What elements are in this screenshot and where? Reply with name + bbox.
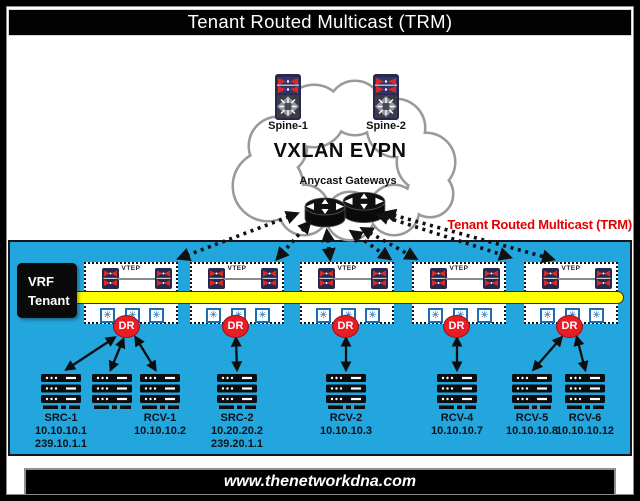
vni-flake-icon: ✳ bbox=[477, 308, 492, 323]
trm-caption: Tenant Routed Multicast (TRM) bbox=[447, 217, 632, 232]
leaf-switch-icon bbox=[155, 268, 172, 289]
anycast-gateway-router-icon bbox=[342, 191, 386, 224]
vtep-label: VTEP bbox=[449, 265, 469, 272]
peer-link bbox=[446, 278, 483, 280]
server-icon bbox=[137, 374, 183, 410]
host-group: RCV-6 10.10.10.12 bbox=[543, 374, 627, 438]
host-ip: 10.10.10.1 bbox=[35, 425, 87, 437]
host-name: RCV-2 bbox=[329, 412, 363, 424]
host-name: RCV-6 bbox=[568, 412, 602, 424]
host-name: RCV-4 bbox=[440, 412, 474, 424]
footer-url: www.thenetworkdna.com bbox=[223, 473, 417, 490]
host-ip: 239.10.1.1 bbox=[35, 438, 87, 450]
vni-flake-icon: ✳ bbox=[589, 308, 604, 323]
dr-badge: DR bbox=[222, 315, 249, 338]
server-icon bbox=[562, 374, 608, 410]
leaf-switch-icon bbox=[483, 268, 500, 289]
leaf-switch-icon bbox=[318, 268, 335, 289]
vrf-label-line1: VRF bbox=[28, 274, 54, 289]
cloud-title: VXLAN EVPN bbox=[273, 140, 407, 162]
host-ip: 10.10.10.3 bbox=[320, 425, 372, 437]
host-name: RCV-1 bbox=[143, 412, 177, 424]
peer-link bbox=[558, 278, 595, 280]
anycast-gateways-label: Anycast Gateways bbox=[299, 175, 397, 187]
spine-2-label: Spine-2 bbox=[366, 120, 406, 132]
host-ip: 239.20.1.1 bbox=[211, 438, 263, 450]
host-ip: 10.10.10.8 bbox=[506, 425, 558, 437]
dr-badge: DR bbox=[332, 315, 359, 338]
footer-bar: www.thenetworkdna.com bbox=[24, 468, 616, 496]
host-name: SRC-2 bbox=[220, 412, 254, 424]
vni-flake-icon: ✳ bbox=[100, 308, 115, 323]
vni-flake-icon: ✳ bbox=[206, 308, 221, 323]
peer-link bbox=[334, 278, 371, 280]
anycast-gateway-router-icon bbox=[304, 197, 346, 228]
host-ip: 10.20.20.2 bbox=[211, 425, 263, 437]
server-icon bbox=[323, 374, 369, 410]
host-group: SRC-1 10.10.10.1 239.10.1.1 bbox=[19, 374, 103, 451]
vni-flake-icon: ✳ bbox=[365, 308, 380, 323]
dr-badge: DR bbox=[443, 315, 470, 338]
leaf-switch-icon bbox=[595, 268, 612, 289]
server-icon bbox=[434, 374, 480, 410]
title-bar: Tenant Routed Multicast (TRM) bbox=[8, 9, 632, 36]
peer-link bbox=[224, 278, 261, 280]
leaf-switch-icon bbox=[208, 268, 225, 289]
leaf-switch-icon bbox=[371, 268, 388, 289]
host-group: RCV-1 10.10.10.2 bbox=[118, 374, 202, 438]
vtep-label: VTEP bbox=[561, 265, 581, 272]
vtep-label: VTEP bbox=[121, 265, 141, 272]
host-ip: 10.10.10.2 bbox=[134, 425, 186, 437]
host-group: SRC-2 10.20.20.2 239.20.1.1 bbox=[195, 374, 279, 451]
vni-flake-icon: ✳ bbox=[540, 308, 555, 323]
vrf-tenant-box: VRF Tenant bbox=[17, 263, 77, 318]
vni-flake-icon: ✳ bbox=[149, 308, 164, 323]
host-group: RCV-4 10.10.10.7 bbox=[415, 374, 499, 438]
leaf-switch-icon bbox=[430, 268, 447, 289]
host-group: RCV-5 10.10.10.8 bbox=[490, 374, 574, 438]
spine-2-icon bbox=[373, 74, 399, 120]
host-ip: 10.10.10.12 bbox=[555, 425, 615, 437]
dr-badge: DR bbox=[556, 315, 583, 338]
dr-badge: DR bbox=[113, 315, 140, 338]
vni-flake-icon: ✳ bbox=[316, 308, 331, 323]
server-icon bbox=[214, 374, 260, 410]
vtep-label: VTEP bbox=[337, 265, 357, 272]
spine-1-icon bbox=[275, 74, 301, 120]
vni-flake-icon: ✳ bbox=[428, 308, 443, 323]
tenant-vrf-bus bbox=[76, 291, 624, 304]
host-name: RCV-5 bbox=[515, 412, 549, 424]
page-title: Tenant Routed Multicast (TRM) bbox=[187, 11, 453, 32]
host-name: SRC-1 bbox=[44, 412, 78, 424]
vni-flake-icon: ✳ bbox=[255, 308, 270, 323]
peer-link bbox=[118, 278, 155, 280]
host-ip: 10.10.10.7 bbox=[431, 425, 483, 437]
vrf-label-line2: Tenant bbox=[28, 293, 70, 308]
leaf-switch-icon bbox=[542, 268, 559, 289]
leaf-switch-icon bbox=[102, 268, 119, 289]
leaf-switch-icon bbox=[261, 268, 278, 289]
host-group: RCV-2 10.10.10.3 bbox=[304, 374, 388, 438]
spine-1-label: Spine-1 bbox=[268, 120, 308, 132]
vtep-label: VTEP bbox=[227, 265, 247, 272]
